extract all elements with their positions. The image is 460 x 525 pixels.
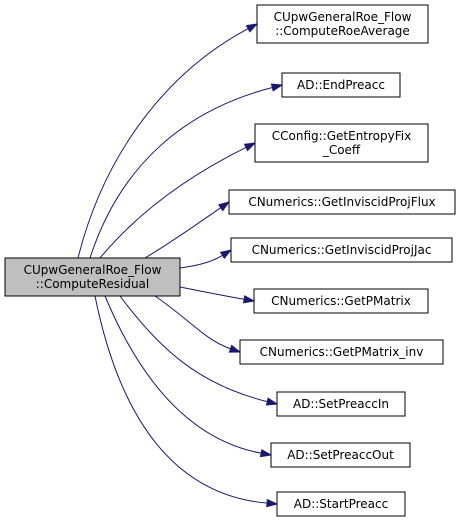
call-edge-get-entropy-fix-coeff [99,142,257,259]
root-node-box [4,257,181,297]
call-edge-get-p-matrix-inv [154,295,242,353]
edge-line [179,286,245,300]
node-label-line: CConfig::GetEntropyFix [272,129,411,143]
node-label-line: CNumerics::GetPMatrix_inv [260,345,424,359]
call-edge-ad-start-preacc [94,295,279,508]
node-label-line: ::ComputeResidual [36,277,149,291]
call-edge-get-inviscid-proj-jac [179,249,233,269]
edge-line [89,87,273,259]
call-edge-ad-set-preacc-in [119,295,279,406]
node-label-line: CUpwGeneralRoe_Flow [24,263,162,277]
node-box [276,491,406,517]
node-box [281,72,401,98]
arrowhead-icon [242,295,256,304]
edge-line [94,295,268,504]
arrowhead-icon [270,83,284,92]
node-ad-set-preacc-out[interactable]: AD::SetPreaccOut [270,442,411,468]
arrowhead-icon [266,498,279,508]
node-label-line: AD::SetPreaccOut [287,448,394,462]
call-edge-compute-roe-average [77,23,259,259]
node-box [230,237,453,263]
edge-line [99,146,247,259]
node-label-line: AD::StartPreacc [294,497,388,511]
call-edge-get-inviscid-proj-flux [144,201,231,259]
node-label-line: AD::SetPreaccIn [293,397,389,411]
node-get-inviscid-proj-jac[interactable]: CNumerics::GetInviscidProjJac [230,237,453,263]
root-node-cupwgeneralroe-flow-computeresidual[interactable]: CUpwGeneralRoe_Flow::ComputeResidual [4,257,181,297]
edge-line [154,295,231,350]
call-edges [77,23,284,508]
node-get-inviscid-proj-flux[interactable]: CNumerics::GetInviscidProjFlux [228,189,456,215]
node-box [254,123,429,163]
node-ad-start-preacc[interactable]: AD::StartPreacc [276,491,406,517]
node-box [270,442,411,468]
node-box [253,288,429,314]
node-box [276,391,406,417]
node-ad-end-preacc[interactable]: AD::EndPreacc [281,72,401,98]
call-edge-ad-set-preacc-out [104,295,273,458]
node-label-line: CNumerics::GetInviscidProjFlux [248,195,435,209]
arrowhead-icon [259,448,273,458]
arrowhead-icon [217,201,231,212]
edge-line [144,207,222,259]
node-get-entropy-fix-coeff[interactable]: CConfig::GetEntropyFix_Coeff [254,123,429,163]
edge-line [119,295,268,403]
call-edge-ad-end-preacc [89,83,284,259]
arrowhead-icon [265,397,279,406]
node-get-p-matrix-inv[interactable]: CNumerics::GetPMatrix_inv [239,339,444,365]
node-box [228,189,456,215]
node-label-line: ::ComputeRoeAverage [275,24,410,38]
node-box [239,339,444,365]
arrowhead-icon [245,23,259,33]
node-label-line: _Coeff [322,143,361,157]
node-box [256,4,429,44]
graph-nodes: CUpwGeneralRoe_Flow::ComputeResidualCUpw… [4,4,456,517]
edge-line [179,254,223,269]
arrowhead-icon [228,344,242,353]
arrowhead-icon [243,142,257,152]
call-edge-get-p-matrix [179,286,256,304]
edge-line [104,295,262,454]
node-label-line: CNumerics::GetPMatrix [271,294,411,308]
node-compute-roe-average[interactable]: CUpwGeneralRoe_Flow::ComputeRoeAverage [256,4,429,44]
node-label-line: CNumerics::GetInviscidProjJac [252,243,432,257]
node-label-line: CUpwGeneralRoe_Flow [274,10,412,24]
node-ad-set-preacc-in[interactable]: AD::SetPreaccIn [276,391,406,417]
node-get-p-matrix[interactable]: CNumerics::GetPMatrix [253,288,429,314]
edge-line [77,28,249,259]
node-label-line: AD::EndPreacc [297,78,385,92]
arrowhead-icon [219,249,233,260]
